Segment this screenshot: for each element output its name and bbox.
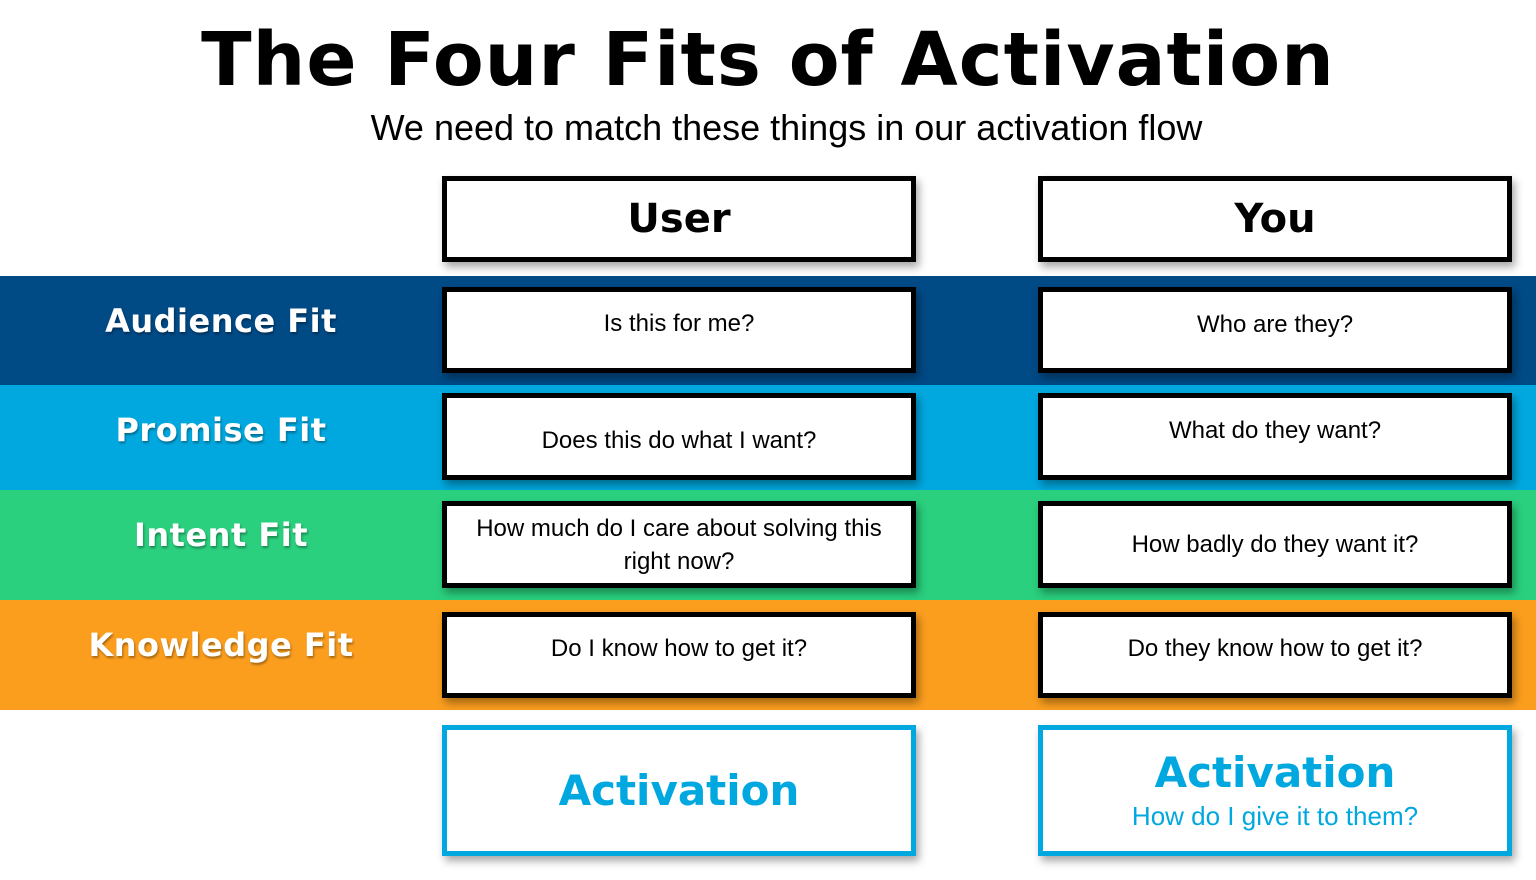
cell-knowledge-you: Do they know how to get it? — [1038, 612, 1512, 698]
band-label: Intent Fit — [133, 516, 309, 554]
activation-title: Activation — [558, 765, 800, 815]
cell-text: Is this for me? — [603, 309, 755, 337]
cell-text: Do they know how to get it? — [1127, 634, 1423, 662]
page-title: The Four Fits of Activation — [201, 17, 1335, 103]
activation-box-user: Activation — [442, 725, 916, 856]
cell-text: How badly do they want it? — [1131, 531, 1419, 558]
cell-audience-user: Is this for me? — [442, 287, 916, 373]
cell-intent-user: How much do I care about solving this ri… — [442, 501, 916, 588]
band-label: Knowledge Fit — [88, 626, 354, 664]
activation-box-you: Activation How do I give it to them? — [1038, 725, 1512, 856]
column-header-user: User — [442, 176, 916, 262]
cell-text: Who are they? — [1196, 310, 1354, 338]
activation-subtitle: How do I give it to them? — [1131, 800, 1419, 831]
band-label: Promise Fit — [115, 411, 327, 449]
cell-text: Do I know how to get it? — [550, 634, 808, 662]
cell-audience-you: Who are they? — [1038, 287, 1512, 373]
cell-knowledge-user: Do I know how to get it? — [442, 612, 916, 698]
cell-intent-you: How badly do they want it? — [1038, 501, 1512, 588]
cell-text: Does this do what I want? — [541, 427, 817, 454]
cell-promise-you: What do they want? — [1038, 393, 1512, 480]
page-subtitle: We need to match these things in our act… — [370, 107, 1203, 148]
activation-title: Activation — [1154, 747, 1396, 797]
column-header-you-label: You — [1234, 195, 1316, 242]
column-header-you: You — [1038, 176, 1512, 262]
cell-promise-user: Does this do what I want? — [442, 393, 916, 480]
column-header-user-label: User — [627, 195, 731, 242]
cell-text: What do they want? — [1168, 417, 1382, 444]
cell-text: How much do I care about solving this ri… — [476, 514, 882, 575]
band-label: Audience Fit — [105, 302, 337, 340]
